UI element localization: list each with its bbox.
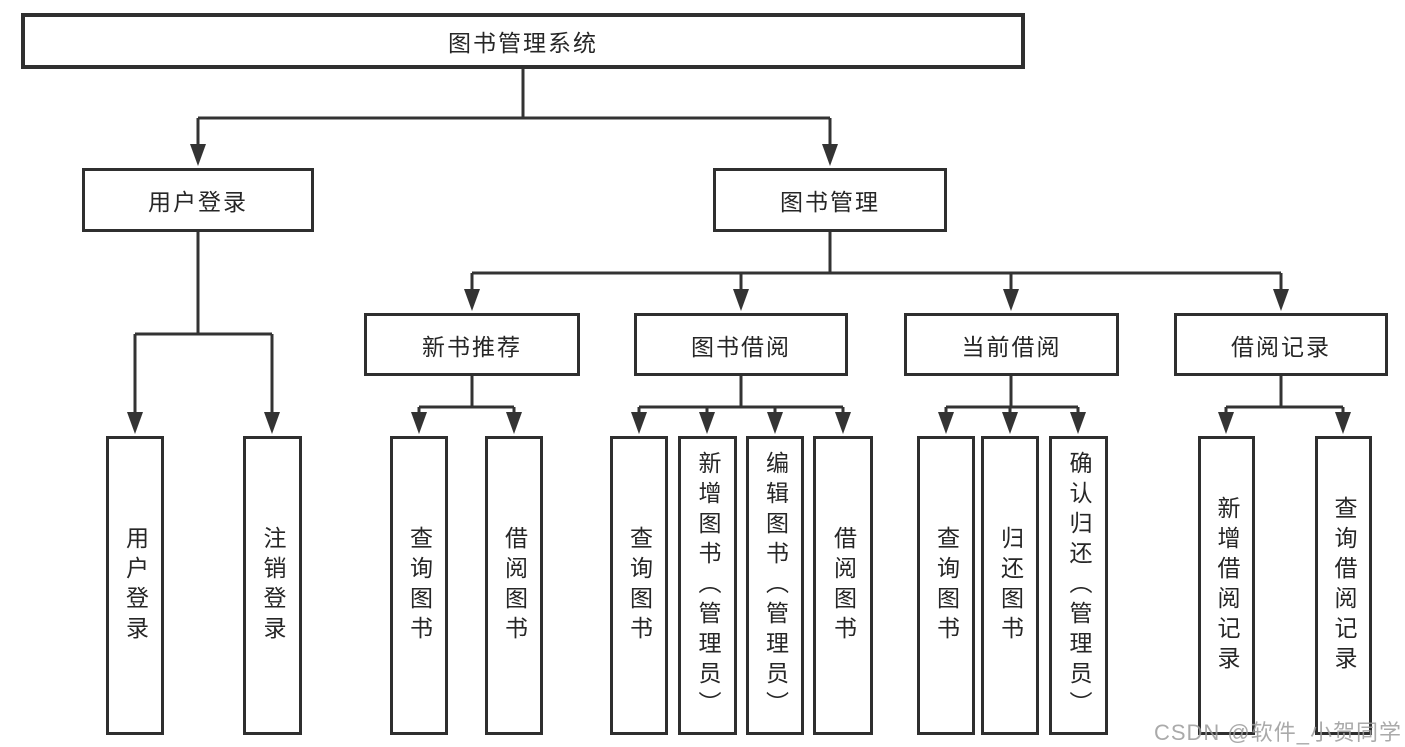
arrowhead (938, 412, 954, 434)
leaf-borrow-book-2-label: 借阅图书 (830, 525, 857, 646)
edge-newbook-to-leaves (417, 376, 516, 416)
node-current-borrow: 当前借阅 (904, 313, 1119, 376)
arrowhead (506, 412, 522, 434)
arrowhead (822, 144, 838, 166)
leaf-add-book-admin: 新增图书（管理员） (678, 436, 737, 735)
arrowhead (1070, 412, 1086, 434)
node-new-book-recommend-label: 新书推荐 (422, 333, 522, 360)
leaf-return-book-label: 归还图书 (997, 525, 1024, 646)
leaf-logout-label: 注销登录 (260, 525, 286, 646)
node-book-management: 图书管理 (713, 168, 947, 232)
edge-bookmgmt-to-level3 (470, 232, 1283, 293)
node-book-borrow-label: 图书借阅 (691, 333, 791, 360)
leaf-query-book-1-label: 查询图书 (406, 525, 433, 646)
edge-userlogin-to-leaves (133, 232, 274, 416)
leaf-query-borrow-record: 查询借阅记录 (1315, 436, 1372, 735)
arrowhead (699, 412, 715, 434)
arrowhead (1273, 289, 1289, 311)
arrowhead (464, 289, 480, 311)
leaf-confirm-return-admin-label: 确认归还（管理员） (1066, 450, 1092, 721)
edge-root-to-level2 (196, 69, 832, 148)
node-root-label: 图书管理系统 (448, 30, 598, 56)
arrowhead (835, 412, 851, 434)
arrowhead (1218, 412, 1234, 434)
arrowhead (127, 412, 143, 434)
watermark-text: CSDN @软件_小贺同学 (1153, 720, 1402, 745)
arrowhead (631, 412, 647, 434)
leaf-add-borrow-record: 新增借阅记录 (1198, 436, 1255, 735)
leaf-borrow-book-2: 借阅图书 (813, 436, 873, 735)
leaf-borrow-book-1-label: 借阅图书 (501, 525, 528, 646)
edge-borrow-to-leaves (637, 376, 845, 416)
node-user-login-label: 用户登录 (148, 189, 248, 215)
leaf-confirm-return-admin: 确认归还（管理员） (1049, 436, 1108, 735)
edge-record-to-leaves (1224, 376, 1345, 416)
leaf-user-login: 用户登录 (106, 436, 164, 735)
leaf-query-borrow-record-label: 查询借阅记录 (1331, 495, 1357, 676)
leaf-return-book: 归还图书 (981, 436, 1039, 735)
leaf-query-book-3: 查询图书 (917, 436, 975, 735)
node-book-management-label: 图书管理 (780, 189, 880, 215)
node-root: 图书管理系统 (21, 13, 1025, 69)
node-borrow-record-label: 借阅记录 (1231, 333, 1331, 360)
leaf-query-book-3-label: 查询图书 (933, 525, 960, 646)
arrowhead (767, 412, 783, 434)
node-new-book-recommend: 新书推荐 (364, 313, 580, 376)
arrowhead (1335, 412, 1351, 434)
arrowhead (1002, 412, 1018, 434)
edge-current-to-leaves (944, 376, 1080, 416)
node-user-login: 用户登录 (82, 168, 314, 232)
node-borrow-record: 借阅记录 (1174, 313, 1388, 376)
arrowhead (411, 412, 427, 434)
leaf-query-book-2-label: 查询图书 (626, 525, 653, 646)
leaf-logout: 注销登录 (243, 436, 302, 735)
leaf-query-book-2: 查询图书 (610, 436, 668, 735)
node-current-borrow-label: 当前借阅 (961, 333, 1062, 360)
node-book-borrow: 图书借阅 (634, 313, 848, 376)
arrowhead (1003, 289, 1019, 311)
leaf-query-book-1: 查询图书 (390, 436, 448, 735)
leaf-edit-book-admin: 编辑图书（管理员） (746, 436, 804, 735)
leaf-edit-book-admin-label: 编辑图书（管理员） (762, 450, 789, 721)
arrowhead (190, 144, 206, 166)
leaf-add-borrow-record-label: 新增借阅记录 (1214, 495, 1240, 676)
arrowhead (264, 412, 280, 434)
leaf-user-login-label: 用户登录 (122, 525, 149, 646)
leaf-borrow-book-1: 借阅图书 (485, 436, 543, 735)
arrowhead (733, 289, 749, 311)
leaf-add-book-admin-label: 新增图书（管理员） (695, 450, 721, 721)
